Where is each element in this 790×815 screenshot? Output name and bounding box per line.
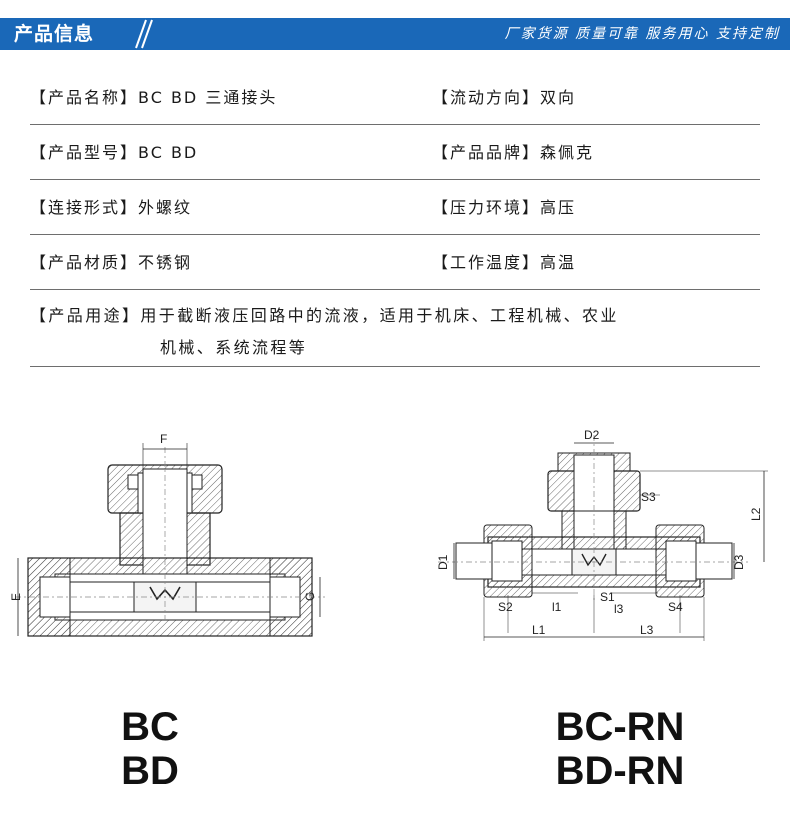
product-info-table: 【产品名称】BC BD 三通接头 【流动方向】双向 【产品型号】BC BD 【产… [30,70,760,367]
dim-d1-label: D1 [436,554,450,570]
dim-s2-label: S2 [498,600,513,614]
product-usage-continued: 机械、系统流程等 [160,338,308,357]
product-material: 【产品材质】不锈钢 [30,253,193,272]
dim-g-label: G [303,592,317,601]
dim-d3-label: D3 [732,554,746,570]
dim-s3-label: S3 [641,490,656,504]
info-row-usage: 【产品用途】用于截断液压回路中的流液，适用于机床、工程机械、农业 机械、系统流程… [30,290,760,367]
section-title: 产品信息 [14,23,95,45]
info-row: 【产品型号】BC BD 【产品品牌】森佩克 [30,125,760,180]
tee-fitting-diagram-bc-rn: D2 S3 L2 D1 D3 S2 l1 S1 l3 S4 L1 L3 [436,428,768,641]
model-label-right: BC-RN BD-RN [540,705,700,793]
dim-l1-small-label: l1 [552,600,562,614]
dim-f-label: F [160,432,167,446]
dim-L1-label: L1 [532,623,546,637]
slash-icon [135,19,153,49]
dim-s1-label: S1 [600,590,615,604]
header-bar: 产品信息 厂家货源 质量可靠 服务用心 支持定制 [0,18,790,50]
tee-fitting-diagram-bc: F E G [10,432,325,637]
dim-l3-small-label: l3 [614,602,624,616]
model-bd: BD [121,749,179,793]
info-row: 【连接形式】外螺纹 【压力环境】高压 [30,180,760,235]
product-brand: 【产品品牌】森佩克 [432,143,595,162]
product-name: 【产品名称】BC BD 三通接头 [30,88,278,107]
dim-l2-label: L2 [749,507,763,521]
working-temperature: 【工作温度】高温 [432,253,577,272]
header-slogan: 厂家货源 质量可靠 服务用心 支持定制 [504,26,780,42]
model-label-left: BC BD [100,705,200,793]
dim-d2-label: D2 [584,428,600,442]
dim-e-label: E [10,593,23,601]
product-model: 【产品型号】BC BD [30,143,199,162]
flow-direction: 【流动方向】双向 [432,88,577,107]
dim-L3-label: L3 [640,623,654,637]
info-row: 【产品名称】BC BD 三通接头 【流动方向】双向 [30,70,760,125]
dim-s4-label: S4 [668,600,683,614]
model-bc: BC [121,705,179,749]
model-bc-rn: BC-RN [555,705,685,749]
info-row: 【产品材质】不锈钢 【工作温度】高温 [30,235,760,290]
product-usage: 【产品用途】用于截断液压回路中的流液，适用于机床、工程机械、农业 [30,306,619,325]
pressure-environment: 【压力环境】高压 [432,198,577,217]
connection-type: 【连接形式】外螺纹 [30,198,193,217]
model-bd-rn: BD-RN [555,749,685,793]
